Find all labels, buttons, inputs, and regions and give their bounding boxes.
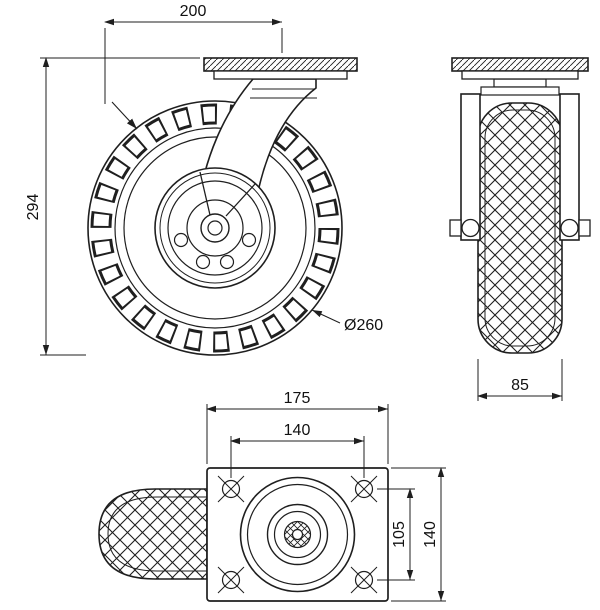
- tread-blocks-inner: [93, 106, 337, 350]
- swivel-head-flange: [480, 86, 560, 96]
- bolt-hole-top-right: [350, 475, 378, 503]
- front-view-dimensions: 85: [477, 359, 563, 401]
- mounting-plate-side: [203, 57, 358, 72]
- dim-plate-width-label: 175: [284, 390, 311, 407]
- bolt-hole-top-left: [217, 475, 245, 503]
- dim-wheel-diameter-label: Ø260: [344, 317, 383, 334]
- tread-leader-line: [111, 101, 138, 130]
- axle-nut-right: [560, 218, 579, 238]
- swivel-head-upper: [493, 78, 547, 88]
- kingpin-boss-inner: [273, 510, 322, 559]
- plan-view: [98, 467, 389, 602]
- mounting-plate-edge: [451, 57, 589, 72]
- plan-view-dimensions: 175 140 105 140: [206, 390, 446, 602]
- side-view: [87, 57, 358, 356]
- side-view-dimensions: 200 294 Ø260: [25, 3, 383, 356]
- swivel-raceway-inner: [246, 483, 349, 586]
- fork-leg-left: [460, 93, 481, 241]
- wheel-edge-inner: [484, 109, 556, 347]
- wheel-edge: [477, 102, 563, 354]
- swivel-raceway-outer: [239, 476, 356, 593]
- bolt-hole-bottom-left: [217, 566, 245, 594]
- tire-inner-edge: [114, 127, 316, 329]
- hub-rim-inner: [159, 172, 271, 284]
- fork-leg-right: [559, 93, 580, 241]
- mounting-plate-edge-lip: [461, 70, 579, 80]
- dim-plate-depth-label: 140: [422, 521, 439, 548]
- dim-hole-h-label: 140: [284, 422, 311, 439]
- kingpin-boss-outer: [266, 503, 329, 566]
- dim-height-label: 294: [25, 194, 42, 221]
- dim-top-width-label: 200: [180, 3, 207, 20]
- kingpin-center: [291, 528, 304, 541]
- front-view: [449, 57, 591, 354]
- axle-bolt-right: [578, 219, 591, 237]
- hub-bolt: [219, 254, 235, 270]
- hub-bolt: [195, 254, 211, 270]
- axle-nut-left: [461, 218, 480, 238]
- hub-bolt: [173, 232, 189, 248]
- dim-hole-v-label: 105: [391, 521, 408, 548]
- tire-sidewall: [123, 136, 307, 320]
- mounting-plate-lip: [213, 70, 348, 80]
- axle-bolt-left: [449, 219, 462, 237]
- wheel-plan: [98, 488, 208, 580]
- dim-wheel-width-label: 85: [511, 377, 529, 394]
- dim-wheel-diameter-leader: [311, 309, 341, 324]
- axle-center: [207, 220, 223, 236]
- bolt-hole-bottom-right: [350, 566, 378, 594]
- hub-housing: [167, 180, 263, 276]
- hub-bolt: [241, 232, 257, 248]
- fork-leg-over-hub: [199, 171, 256, 217]
- wheel-plan-shoulder: [107, 496, 207, 572]
- swivel-bearing-lines: [250, 88, 317, 99]
